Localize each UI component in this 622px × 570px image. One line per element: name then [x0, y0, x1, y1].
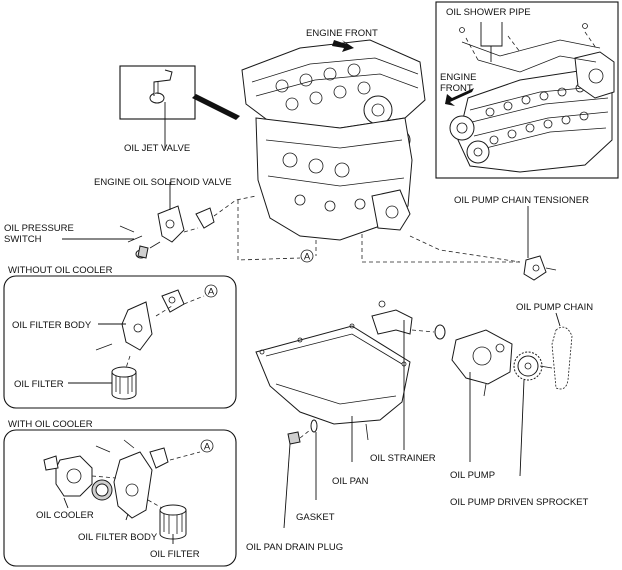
- oil-pump-chain: [551, 326, 573, 390]
- ref-a-label-engine: A: [304, 252, 311, 263]
- oil-jet-valve-label: OIL JET VALVE: [124, 143, 190, 154]
- oil-filter-label-bottom: OIL FILTER: [150, 549, 200, 560]
- oil-filter-body-label-bottom: OIL FILTER BODY: [78, 532, 158, 543]
- engine-front-label: ENGINE FRONT: [306, 28, 378, 39]
- ref-a-label-with-cooler: A: [204, 442, 211, 453]
- oil-pan-drain-plug-label: OIL PAN DRAIN PLUG: [246, 542, 343, 553]
- oil-pump: [451, 329, 541, 397]
- oil-shower-pipe-inset: [435, 1, 619, 179]
- oil-filter-body-label-top: OIL FILTER BODY: [12, 320, 92, 331]
- oil-pump-chain-label: OIL PUMP CHAIN: [516, 302, 593, 313]
- leader-lines: [62, 102, 561, 544]
- with-oil-cooler-section: [3, 429, 237, 567]
- oil-pan-assembly: [255, 323, 411, 445]
- oil-pump-driven-sprocket: [513, 351, 553, 381]
- oil-pump-chain-tensioner: [409, 235, 557, 281]
- reference-marker-a-with-cooler: A: [200, 439, 214, 453]
- oil-cooler-label: OIL COOLER: [36, 510, 94, 521]
- oil-strainer-label: OIL STRAINER: [370, 453, 436, 464]
- engine-block: [241, 39, 426, 241]
- oil-jet-valve-detail: [119, 65, 240, 120]
- engine-front-inset-line: ENGINE: [440, 72, 476, 83]
- with-oil-cooler-label: WITH OIL COOLER: [8, 419, 93, 430]
- reference-marker-a-engine: A: [300, 249, 314, 263]
- oil-pressure-switch-line-2: SWITCH: [4, 234, 42, 245]
- oil-pump-label: OIL PUMP: [450, 470, 495, 481]
- oil-pan-label: OIL PAN: [332, 476, 369, 487]
- oil-shower-pipe-label: OIL SHOWER PIPE: [446, 7, 531, 18]
- oil-filter-label-top: OIL FILTER: [14, 379, 64, 390]
- ref-a-label-without-cooler: A: [208, 287, 215, 298]
- oil-pump-chain-tensioner-label: OIL PUMP CHAIN TENSIONER: [454, 195, 589, 206]
- oil-pump-driven-sprocket-label: OIL PUMP DRIVEN SPROCKET: [450, 497, 589, 508]
- oil-strainer: [371, 300, 446, 340]
- reference-marker-a-without-cooler: A: [204, 284, 218, 298]
- oil-solenoid-valve-assembly: [119, 195, 301, 261]
- engine-front-inset-line-2: FRONT: [440, 83, 473, 94]
- without-oil-cooler-section: [3, 275, 237, 409]
- gasket-label: GASKET: [296, 512, 335, 523]
- engine-oil-solenoid-valve-label: ENGINE OIL SOLENOID VALVE: [94, 177, 232, 188]
- oil-pressure-switch-line: OIL PRESSURE: [4, 223, 74, 234]
- without-oil-cooler-label: WITHOUT OIL COOLER: [8, 265, 113, 276]
